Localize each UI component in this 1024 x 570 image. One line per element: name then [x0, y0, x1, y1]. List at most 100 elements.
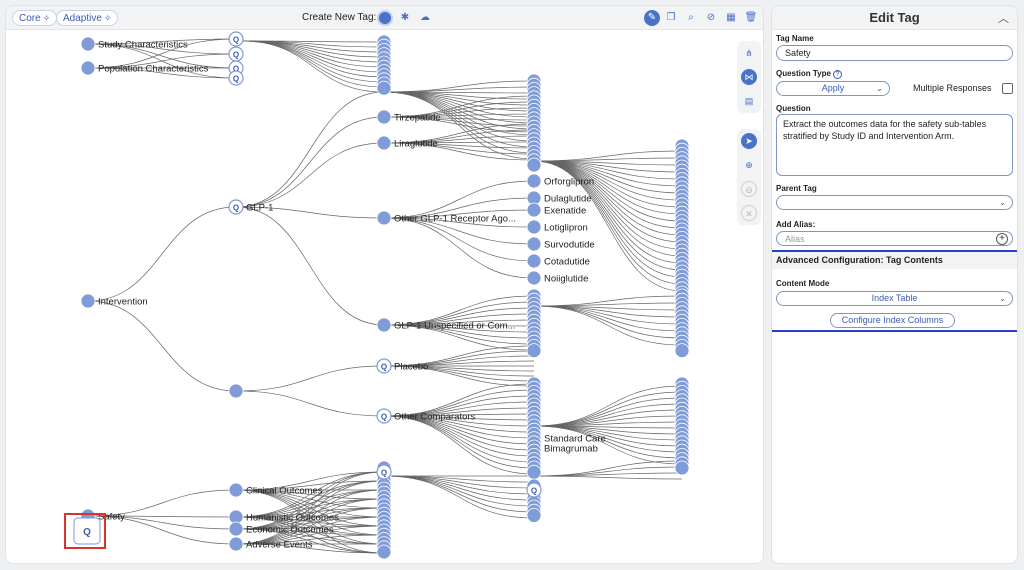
- root-tag-node[interactable]: [80, 36, 96, 52]
- graph-edge: [87, 38, 237, 45]
- graph-edge: [383, 475, 535, 507]
- drug-tag-node[interactable]: [376, 109, 392, 125]
- hide-icon[interactable]: ⊘: [706, 12, 716, 23]
- question-tag-node[interactable]: [228, 31, 244, 47]
- drug-tag-node[interactable]: [526, 270, 542, 286]
- parent-tag-select[interactable]: ⌄: [776, 195, 1013, 210]
- tag-node-stack[interactable]: [674, 343, 690, 359]
- hierarchy-icon[interactable]: ⋔: [745, 48, 753, 58]
- sparkle-icon: ✧: [42, 13, 51, 23]
- zoom-out-icon[interactable]: ⊖: [741, 181, 757, 197]
- tag-label: Other GLP-1 Receptor Ago...: [394, 214, 516, 225]
- close-icon[interactable]: ✕: [741, 205, 757, 221]
- graph-edge: [235, 480, 385, 518]
- safety-child-tag-node[interactable]: [228, 521, 244, 537]
- chevron-up-icon[interactable]: ︿: [998, 13, 1009, 25]
- table-icon[interactable]: ▤: [744, 96, 754, 106]
- root-tag-label: Population Characteristics: [98, 64, 209, 75]
- zoom-in-icon[interactable]: ⊕: [745, 160, 753, 170]
- graph-edge: [235, 528, 385, 554]
- graph-edge: [235, 516, 385, 545]
- tag-label: GLP-1: [246, 203, 273, 214]
- tag-node-stack[interactable]: [376, 544, 392, 560]
- root-tag-node[interactable]: [80, 293, 96, 309]
- intervention-group-node[interactable]: [228, 383, 244, 399]
- tag-label: Liraglutide: [394, 139, 438, 150]
- graph-edge: [235, 480, 385, 491]
- create-tag-node-button[interactable]: [377, 10, 393, 26]
- graph-edge: [383, 80, 535, 93]
- tag-label: Orforglipron: [544, 177, 594, 188]
- multiple-responses-checkbox[interactable]: [1002, 83, 1013, 94]
- safety-child-tag-node[interactable]: [228, 482, 244, 498]
- cursor-icon[interactable]: ➤: [741, 133, 757, 149]
- cloud-icon[interactable]: ☁: [420, 12, 430, 23]
- chevron-down-icon: ⌄: [999, 198, 1006, 207]
- drug-tag-node[interactable]: [526, 173, 542, 189]
- drug-tag-node[interactable]: [526, 253, 542, 269]
- advanced-configuration-section: Advanced Configuration: Tag Contents Con…: [772, 250, 1017, 332]
- alias-input[interactable]: Alias +: [776, 231, 1013, 246]
- content-mode-select[interactable]: Index Table ⌄: [776, 291, 1013, 306]
- drug-tag-node[interactable]: [376, 317, 392, 333]
- graph-edge: [533, 302, 683, 307]
- map-icon[interactable]: ▦: [726, 12, 736, 23]
- navigation-tool-group: ➤ ⊕ ⊖ ✕: [737, 129, 761, 225]
- content-mode-value: Index Table: [871, 293, 918, 303]
- drug-tag-node[interactable]: [526, 202, 542, 218]
- drug-tag-node[interactable]: [376, 210, 392, 226]
- tag-node-stack[interactable]: [526, 507, 542, 523]
- gear-icon[interactable]: ✱: [400, 12, 410, 23]
- tag-name-input[interactable]: Safety: [776, 45, 1013, 61]
- graph-edge: [383, 116, 535, 133]
- root-tag-node[interactable]: [80, 60, 96, 76]
- root-tag-label: Intervention: [98, 297, 148, 308]
- question-type-select[interactable]: Apply ⌄: [776, 81, 890, 96]
- graph-edge: [235, 471, 385, 530]
- graph-edge: [383, 197, 535, 219]
- graph-edge: [235, 390, 385, 417]
- tag-node-stack[interactable]: [526, 343, 542, 359]
- question-type-label-text: Question Type: [776, 69, 831, 78]
- glp1-tag-node[interactable]: [228, 199, 244, 215]
- graph-edge: [533, 472, 683, 477]
- safety-child-tag-node[interactable]: [228, 536, 244, 552]
- drug-tag-node[interactable]: [376, 135, 392, 151]
- copy-icon[interactable]: ❐: [666, 12, 676, 23]
- configure-index-columns-button[interactable]: Configure Index Columns: [830, 313, 955, 328]
- help-icon[interactable]: ?: [832, 70, 842, 79]
- sparkle-icon: ✧: [103, 13, 112, 23]
- placebo-tag-node[interactable]: [376, 358, 392, 374]
- tag-node-stack[interactable]: [376, 80, 392, 96]
- trash-icon[interactable]: 🗑: [744, 12, 758, 23]
- tag-node-stack[interactable]: [674, 460, 690, 476]
- share-icon[interactable]: ⋈: [741, 69, 757, 85]
- question-textarea[interactable]: Extract the outcomes data for the safety…: [776, 114, 1013, 176]
- selected-question-node[interactable]: [73, 517, 101, 545]
- question-tag-node[interactable]: [228, 70, 244, 86]
- graph-edge: [235, 471, 385, 545]
- core-mode-button[interactable]: Core✧: [12, 10, 58, 26]
- plus-icon[interactable]: +: [996, 233, 1008, 245]
- question-tag-node[interactable]: [376, 464, 392, 480]
- tag-node-stack[interactable]: [526, 157, 542, 173]
- tag-label: Noiiglutide: [544, 274, 588, 285]
- question-node-icon: Q: [233, 51, 239, 60]
- graph-edge: [235, 489, 385, 545]
- graph-edge: [383, 475, 535, 519]
- graph-edge: [533, 305, 683, 325]
- search-icon[interactable]: ⌕: [688, 12, 694, 23]
- adaptive-mode-button[interactable]: Adaptive✧: [56, 10, 119, 26]
- graph-edge: [383, 209, 535, 219]
- other-comparators-tag-node[interactable]: [376, 408, 392, 424]
- drug-tag-node[interactable]: [526, 236, 542, 252]
- create-new-tag-label: Create New Tag:: [302, 12, 377, 23]
- pencil-icon[interactable]: ✎: [644, 10, 660, 26]
- tag-label: Other Comparators: [394, 412, 476, 423]
- question-tag-node[interactable]: [526, 482, 542, 498]
- graph-edge: [235, 480, 385, 530]
- drug-tag-node[interactable]: [526, 219, 542, 235]
- tag-node-stack[interactable]: [526, 464, 542, 480]
